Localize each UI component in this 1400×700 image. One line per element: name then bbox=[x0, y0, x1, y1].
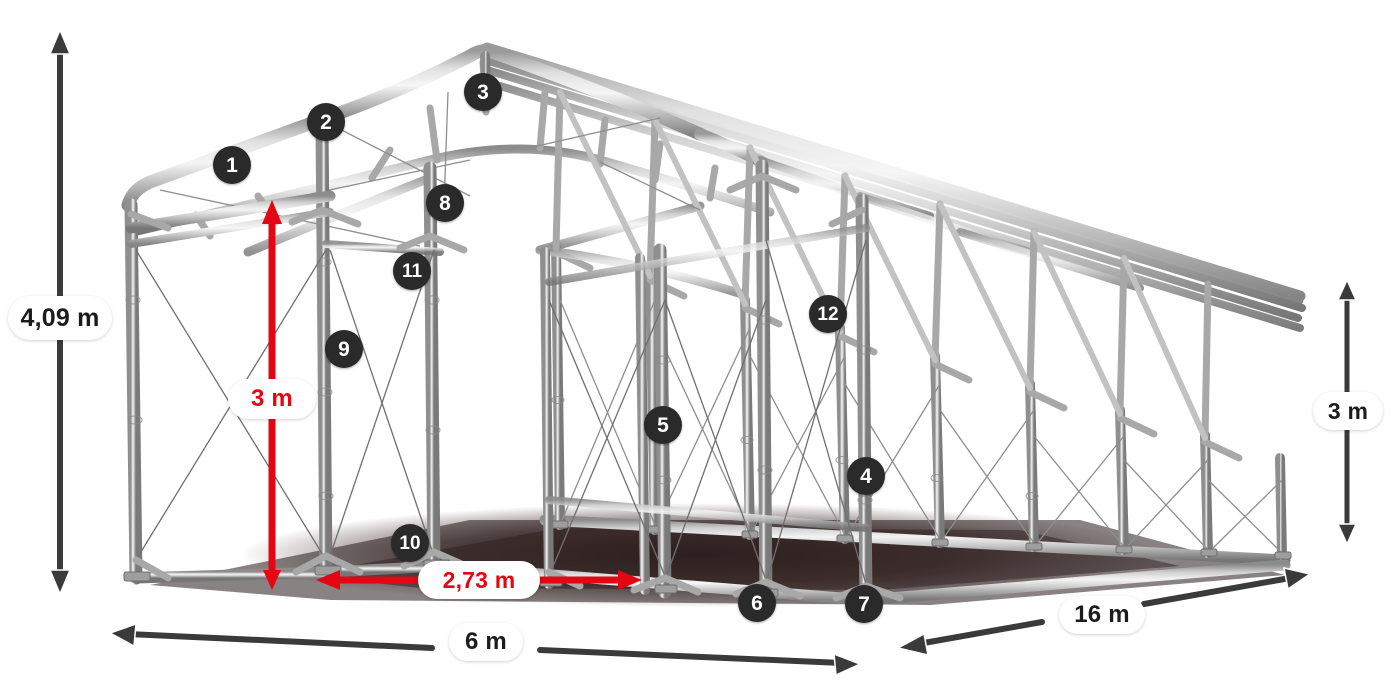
callout-marker-11[interactable]: 11 bbox=[393, 252, 431, 290]
callout-number: 4 bbox=[860, 464, 872, 488]
tube-collars bbox=[125, 257, 1039, 505]
callout-marker-1[interactable]: 1 bbox=[213, 146, 251, 184]
callout-number: 6 bbox=[751, 591, 763, 615]
dimension-value: 4,09 m bbox=[20, 303, 100, 332]
dimension-label-side-height: 3 m bbox=[1313, 392, 1383, 430]
callout-number: 1 bbox=[226, 153, 238, 177]
callout-number: 2 bbox=[320, 110, 332, 134]
callout-number: 10 bbox=[399, 532, 421, 554]
rear-side-wall bbox=[481, 46, 1304, 566]
dimension-arrow-length bbox=[895, 567, 1312, 656]
callout-marker-9[interactable]: 9 bbox=[325, 330, 363, 368]
dimension-value: 16 m bbox=[1074, 601, 1130, 628]
callout-marker-2[interactable]: 2 bbox=[307, 103, 345, 141]
callout-number: 8 bbox=[439, 191, 451, 215]
callout-marker-7[interactable]: 7 bbox=[845, 585, 883, 623]
callout-marker-4[interactable]: 4 bbox=[847, 457, 885, 495]
callout-number: 3 bbox=[477, 80, 489, 104]
callout-marker-3[interactable]: 3 bbox=[464, 73, 502, 111]
callout-marker-5[interactable]: 5 bbox=[644, 406, 682, 444]
callout-number: 7 bbox=[858, 592, 870, 616]
dimension-label-total-height: 4,09 m bbox=[8, 296, 112, 340]
dimension-arrow-width bbox=[108, 622, 862, 677]
dimension-value: 3 m bbox=[251, 385, 293, 412]
callout-number: 11 bbox=[401, 260, 423, 282]
roof-structure bbox=[121, 42, 1306, 442]
callout-marker-10[interactable]: 10 bbox=[391, 524, 429, 562]
dimension-label-width: 6 m bbox=[449, 623, 523, 661]
dimension-value: 6 m bbox=[465, 628, 507, 655]
dimension-label-bay-spacing: 2,73 m bbox=[418, 561, 540, 599]
callout-marker-6[interactable]: 6 bbox=[738, 584, 776, 622]
dimension-label-eave-height: 3 m bbox=[228, 379, 316, 419]
dimension-value: 3 m bbox=[1327, 397, 1369, 424]
dimension-label-length: 16 m bbox=[1059, 596, 1145, 634]
callout-marker-8[interactable]: 8 bbox=[426, 184, 464, 222]
interior-bays bbox=[539, 159, 904, 607]
dimension-value: 2,73 m bbox=[442, 566, 516, 593]
callout-marker-12[interactable]: 12 bbox=[809, 295, 847, 333]
callout-number: 9 bbox=[338, 337, 350, 361]
callout-number: 5 bbox=[657, 413, 669, 437]
callout-number: 12 bbox=[817, 303, 839, 325]
